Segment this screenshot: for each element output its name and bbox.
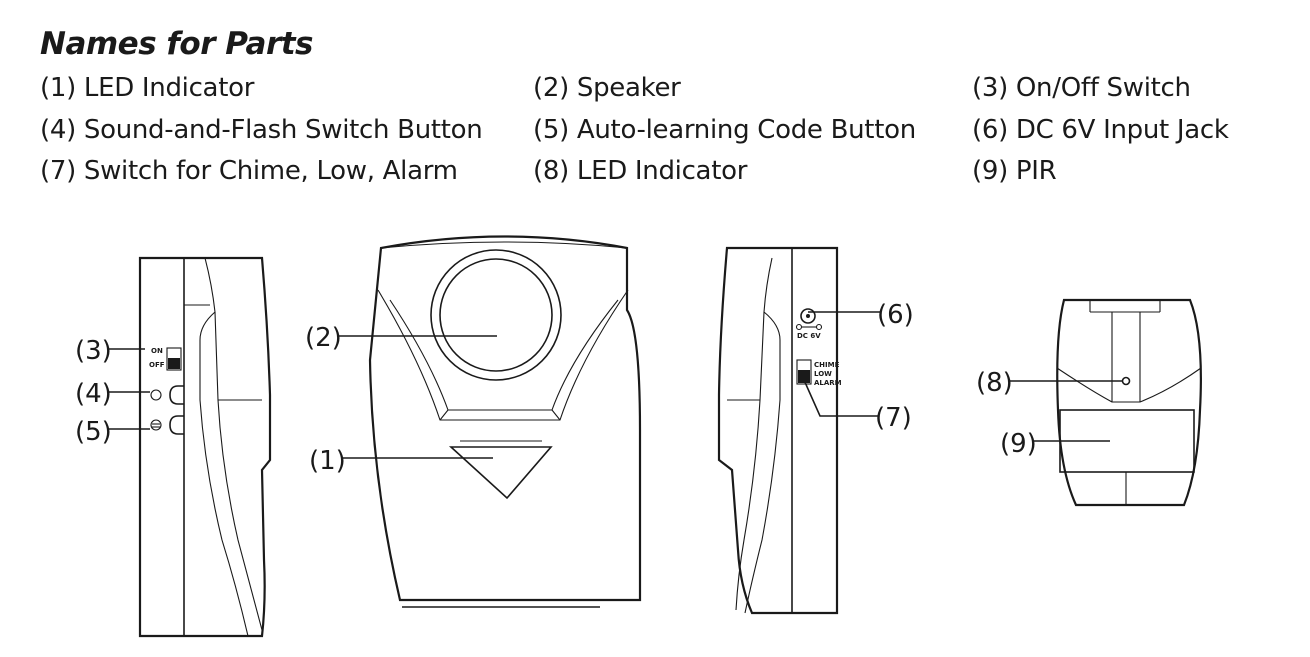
alarm-label: ALARM [814, 379, 842, 387]
callout-8: (8) [976, 368, 1013, 398]
callout-1: (1) [309, 446, 346, 476]
part-label-4: (4) Sound-and-Flash Switch Button [40, 115, 483, 145]
left-side-view: ON OFF [108, 256, 272, 638]
callout-4: (4) [75, 379, 112, 409]
pir-view [1010, 298, 1202, 507]
off-label: OFF [149, 361, 165, 369]
callout-5: (5) [75, 417, 112, 447]
callout-6: (6) [877, 300, 914, 330]
low-label: LOW [814, 370, 832, 378]
callout-7: (7) [875, 403, 912, 433]
callout-9: (9) [1000, 429, 1037, 459]
part-label-1: (1) LED Indicator [40, 73, 255, 103]
front-view [338, 235, 642, 608]
callout-2: (2) [305, 323, 342, 353]
part-label-8: (8) LED Indicator [533, 156, 748, 186]
section-title: Names for Parts [40, 26, 314, 62]
callout-3: (3) [75, 336, 112, 366]
right-side-view: DC 6V CHIME LOW ALARM [717, 246, 880, 615]
chime-label: CHIME [814, 361, 840, 369]
dc-label: DC 6V [797, 332, 821, 340]
part-label-9: (9) PIR [972, 156, 1057, 186]
part-label-6: (6) DC 6V Input Jack [972, 115, 1229, 145]
part-label-2: (2) Speaker [533, 73, 681, 103]
part-label-5: (5) Auto-learning Code Button [533, 115, 916, 145]
part-label-7: (7) Switch for Chime, Low, Alarm [40, 156, 458, 186]
part-label-3: (3) On/Off Switch [972, 73, 1191, 103]
on-label: ON [151, 347, 163, 355]
